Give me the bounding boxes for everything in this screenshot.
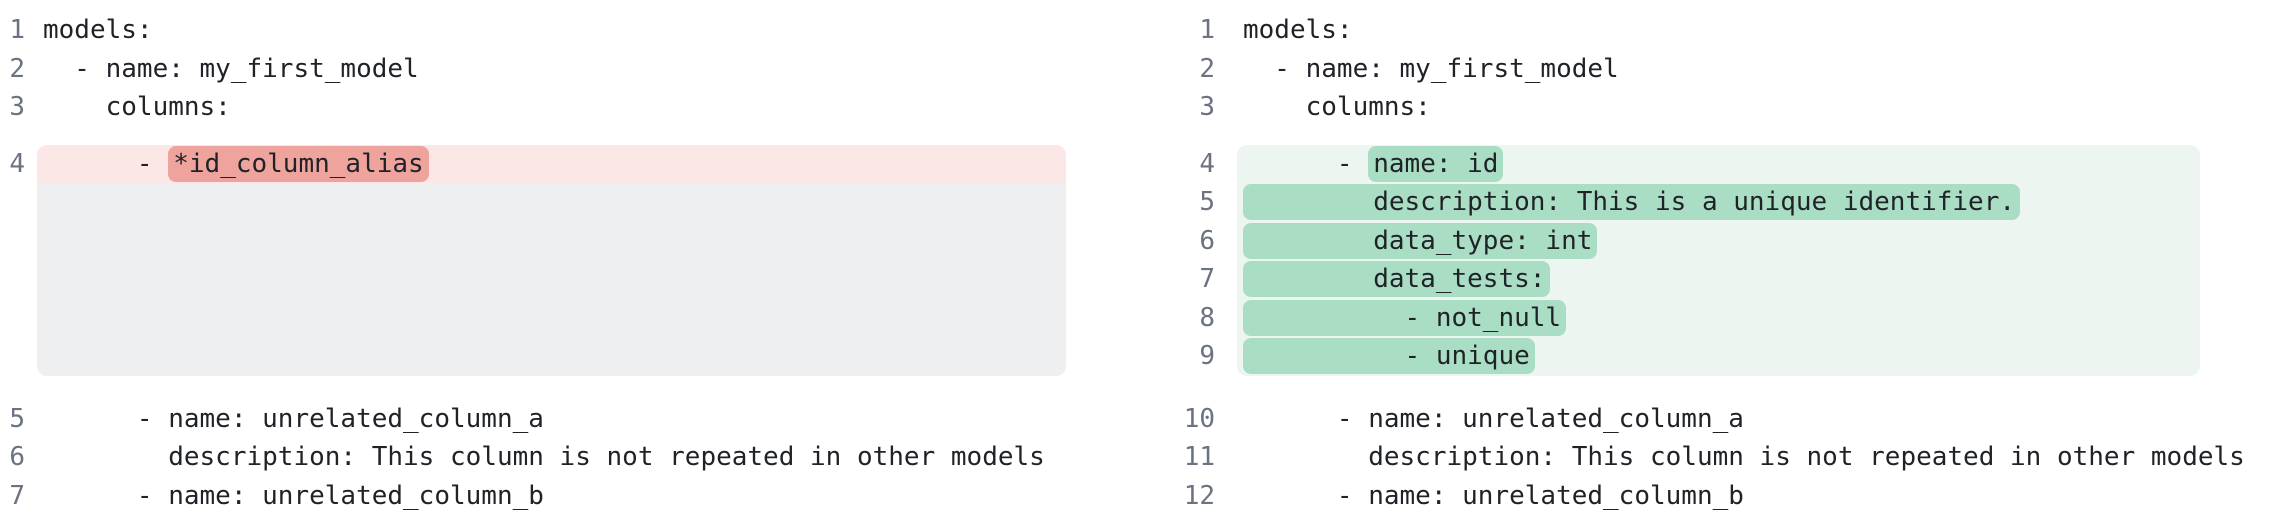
code-text: description: This is a unique identifier… — [1237, 183, 2200, 222]
code-text: - name: unrelated_column_b — [37, 477, 1066, 516]
code-text: columns: — [37, 88, 1066, 127]
code-segment: - name: unrelated_column_a — [1243, 403, 1744, 434]
line-number: 6 — [1199, 225, 1215, 256]
line-number: 1 — [1199, 15, 1215, 45]
code-segment: description: This column is not repeated… — [43, 442, 1045, 472]
code-segment: - — [43, 148, 169, 179]
code-line: 5 - name: unrelated_column_a — [0, 400, 1139, 439]
code-text: - name: unrelated_column_a — [37, 400, 1066, 439]
code-segment: columns: — [43, 92, 231, 122]
added-token-highlight: description: This is a unique identifier… — [1243, 184, 2021, 220]
code-line: 2 - name: my_first_model — [1139, 50, 2278, 89]
code-text: description: This column is not repeated… — [1237, 438, 2245, 477]
code-line: 10 - name: unrelated_column_a — [1139, 400, 2278, 439]
code-segment: models: — [1243, 15, 1353, 45]
line-number: 3 — [9, 92, 25, 122]
code-text: models: — [1237, 11, 2200, 50]
code-segment: - name: my_first_model — [43, 53, 419, 84]
line-number: 8 — [1199, 302, 1215, 333]
diff-pane-before: 1 models: 2 - name: my_first_model 3 col… — [0, 11, 1139, 515]
code-text: - name: id — [1237, 144, 2200, 183]
code-text: models: — [37, 11, 1066, 50]
line-number: 11 — [1183, 442, 1215, 472]
added-code-line: 7 data_tests: — [1139, 260, 2278, 299]
code-segment: - — [1243, 148, 1369, 179]
code-text: - name: unrelated_column_b — [1237, 477, 2200, 516]
line-number: 12 — [1183, 480, 1215, 511]
code-text: data_tests: — [1237, 260, 2200, 299]
code-text: - not_null — [1237, 298, 2200, 337]
code-line: 12 - name: unrelated_column_b — [1139, 477, 2278, 516]
line-number: 2 — [1199, 53, 1215, 84]
code-line: 2 - name: my_first_model — [0, 50, 1139, 89]
code-segment: - name: unrelated_column_b — [43, 480, 544, 511]
line-number: 5 — [1199, 187, 1215, 217]
added-token-highlight: data_tests: — [1243, 261, 1551, 297]
code-text: - name: my_first_model — [1237, 50, 2200, 89]
added-code-line: 9 - unique — [1139, 337, 2278, 376]
code-text: - name: unrelated_column_a — [1237, 400, 2200, 439]
removed-code-line: 4 - *id_column_alias — [0, 144, 1139, 183]
code-text: description: This column is not repeated… — [37, 438, 1066, 477]
code-line: 7 - name: unrelated_column_b — [0, 477, 1139, 516]
line-number: 3 — [1199, 92, 1215, 122]
line-number: 9 — [1199, 341, 1215, 371]
code-line: 1 models: — [1139, 11, 2278, 50]
code-text: - name: my_first_model — [37, 50, 1066, 89]
yaml-diff-view: 1 models: 2 - name: my_first_model 3 col… — [0, 11, 2278, 515]
line-number: 2 — [9, 53, 25, 84]
added-token-highlight: - not_null — [1243, 299, 1567, 336]
line-number: 4 — [9, 148, 25, 179]
added-code-line: 6 data_type: int — [1139, 221, 2278, 260]
code-segment: - name: unrelated_column_b — [1243, 480, 1744, 511]
code-line: 11 description: This column is not repea… — [1139, 438, 2278, 477]
code-text: columns: — [1237, 88, 2200, 127]
line-number: 4 — [1199, 148, 1215, 179]
added-token-highlight: - unique — [1243, 338, 1535, 374]
diff-filler-block — [37, 183, 1066, 376]
added-code-line: 8 - not_null — [1139, 298, 2278, 337]
line-number: 6 — [9, 442, 25, 472]
added-code-line: 5 description: This is a unique identifi… — [1139, 183, 2278, 222]
code-segment: columns: — [1243, 92, 1431, 122]
diff-pane-after: 1 models: 2 - name: my_first_model 3 col… — [1139, 11, 2278, 515]
added-token-highlight: data_type: int — [1243, 222, 1598, 259]
code-segment: models: — [43, 15, 153, 45]
code-segment: description: This column is not repeated… — [1243, 442, 2245, 472]
line-number: 1 — [9, 15, 25, 45]
code-text: data_type: int — [1237, 221, 2200, 260]
line-number: 5 — [9, 403, 25, 434]
code-segment: - name: unrelated_column_a — [43, 403, 544, 434]
code-text: - unique — [1237, 337, 2200, 376]
code-line: 3 columns: — [1139, 88, 2278, 127]
code-line: 6 description: This column is not repeat… — [0, 438, 1139, 477]
removed-token-highlight: *id_column_alias — [168, 145, 429, 182]
added-code-line: 4 - name: id — [1139, 144, 2278, 183]
code-text: - *id_column_alias — [37, 144, 1066, 183]
line-number: 7 — [9, 480, 25, 511]
code-segment: - name: my_first_model — [1243, 53, 1619, 84]
line-number: 10 — [1183, 403, 1215, 434]
code-line: 1 models: — [0, 11, 1139, 50]
added-token-highlight: name: id — [1368, 145, 1504, 182]
line-number: 7 — [1199, 264, 1215, 294]
code-line: 3 columns: — [0, 88, 1139, 127]
